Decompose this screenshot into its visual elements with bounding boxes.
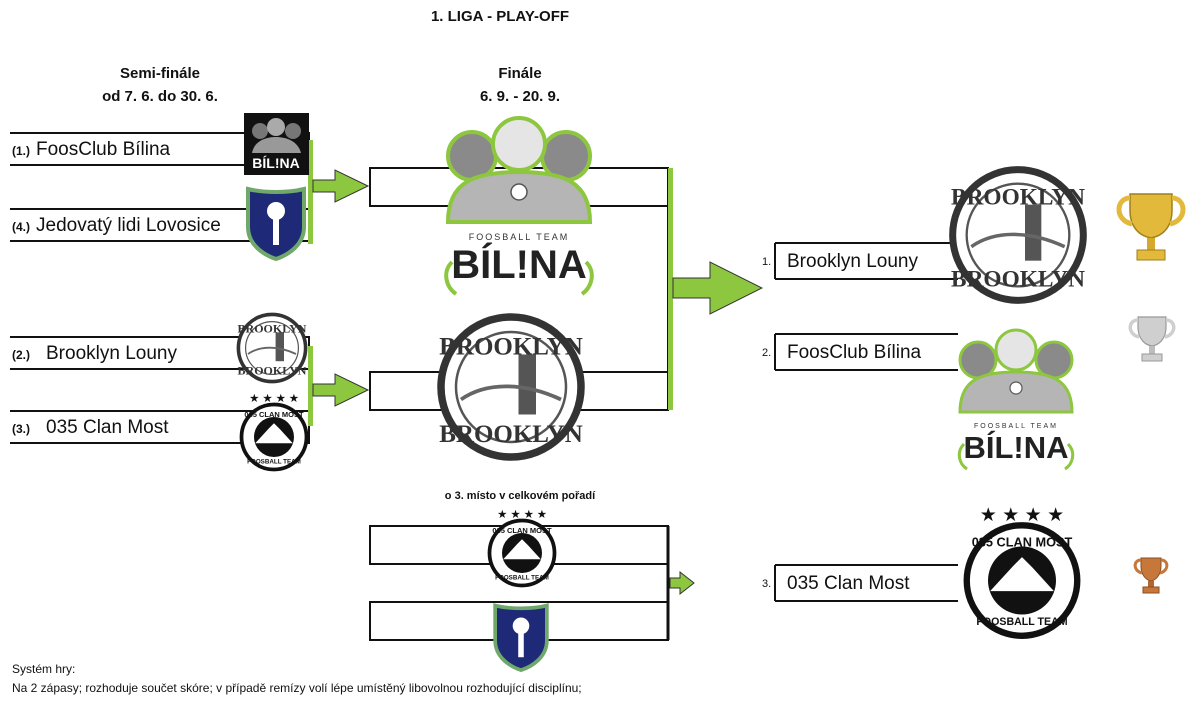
clan-logo-sub: FOOSBALL TEAM — [495, 574, 549, 581]
clan-logo-text: 035 CLAN MOST — [492, 526, 552, 535]
team-name: Brooklyn Louny — [46, 343, 177, 364]
semifinal-heading: Semi-finále — [119, 65, 201, 82]
final-heading: Finále — [498, 65, 542, 82]
bronze-trophy-icon — [1133, 557, 1169, 594]
result-slot-3 — [774, 564, 958, 602]
rules-label: Systém hry: — [12, 662, 76, 676]
lovosice-shield-logo — [246, 186, 306, 261]
connector-bar — [308, 140, 313, 244]
semifinal-team-4: (4.) Jedovatý lidi Lovosice — [12, 215, 221, 237]
svg-text:★ ★ ★ ★: ★ ★ ★ ★ — [497, 509, 547, 521]
brooklyn-stamp-logo: BROOKLYN BROOKLYN — [949, 166, 1087, 304]
team-name: FoosClub Bílina — [36, 139, 171, 160]
svg-text:★ ★ ★ ★: ★ ★ ★ ★ — [249, 393, 299, 405]
semifinal-header: Semi-finále od 7. 6. do 30. 6. — [60, 62, 260, 108]
rules-text: Na 2 zápasy; rozhoduje součet skóre; v p… — [12, 681, 582, 695]
clan-most-logo: ★ ★ ★ ★ 035 CLAN MOST FOOSBALL TEAM — [487, 509, 557, 588]
advance-arrow — [312, 169, 370, 203]
final-dates: 6. 9. - 20. 9. — [479, 88, 561, 105]
final-header: Finále 6. 9. - 20. 9. — [420, 62, 620, 108]
bilina-logo-text: BÍL!NA — [451, 242, 587, 287]
page-title: 1. LIGA - PLAY-OFF — [430, 8, 570, 25]
brooklyn-logo-text: BROOKLYN — [439, 421, 583, 448]
advance-arrow — [312, 373, 370, 407]
seed-label: (3.) — [12, 422, 30, 436]
brooklyn-stamp-logo: BROOKLYN BROOKLYN — [236, 312, 308, 384]
clan-most-logo: ★ ★ ★ ★ 035 CLAN MOST FOOSBALL TEAM — [239, 393, 309, 472]
semifinal-team-3: (3.) 035 Clan Most — [12, 417, 169, 439]
result-rank-3: 3. — [762, 578, 772, 590]
advance-arrow — [672, 261, 764, 315]
bilina-logo-sub: FOOSBALL TEAM — [974, 423, 1058, 430]
silver-trophy-icon — [1128, 316, 1176, 362]
result-slot-1 — [774, 242, 958, 280]
clan-most-logo: ★ ★ ★ ★ 035 CLAN MOST FOOSBALL TEAM — [963, 505, 1081, 639]
bilina-logo-text: BÍL!NA — [252, 155, 299, 171]
connector-bar — [668, 168, 673, 410]
result-team-3: 035 Clan Most — [787, 573, 910, 594]
bilina-logo-text: BÍL!NA — [963, 430, 1068, 465]
brooklyn-logo-text: BROOKLYN — [238, 321, 307, 335]
lovosice-shield-logo — [493, 603, 549, 672]
rules-block: Systém hry: Na 2 zápasy; rozhoduje souče… — [12, 660, 1012, 698]
bilina-logo-final: FOOSBALL TEAM BÍL!NA — [444, 116, 594, 296]
brooklyn-logo-text: BROOKLYN — [951, 185, 1085, 211]
result-slot-2 — [774, 333, 958, 371]
svg-text:★ ★ ★ ★: ★ ★ ★ ★ — [980, 505, 1064, 526]
semifinal-team-2: (2.) Brooklyn Louny — [12, 343, 177, 365]
third-place-heading: o 3. místo v celkovém pořadí — [444, 490, 596, 502]
gold-trophy-icon — [1116, 193, 1186, 261]
clan-logo-text: 035 CLAN MOST — [972, 535, 1073, 550]
clan-logo-sub: FOOSBALL TEAM — [247, 458, 301, 465]
team-name: Jedovatý lidi Lovosice — [36, 215, 221, 236]
team-name: 035 Clan Most — [46, 417, 169, 438]
result-team-1: Brooklyn Louny — [787, 251, 918, 272]
bilina-logo-sub: FOOSBALL TEAM — [469, 232, 570, 242]
bilina-logo-small: BÍL!NA — [244, 113, 309, 175]
brooklyn-logo-text: BROOKLYN — [439, 334, 583, 361]
clan-logo-sub: FOOSBALL TEAM — [976, 616, 1067, 628]
result-rank-1: 1. — [762, 256, 772, 268]
bilina-logo-result: FOOSBALL TEAM BÍL!NA — [957, 328, 1075, 471]
advance-arrow — [669, 570, 695, 596]
semifinal-team-1: (1.) FoosClub Bílina — [12, 139, 170, 161]
semifinal-dates: od 7. 6. do 30. 6. — [102, 88, 218, 105]
clan-logo-text: 035 CLAN MOST — [244, 410, 304, 419]
brooklyn-logo-text: BROOKLYN — [238, 363, 307, 377]
brooklyn-logo-text: BROOKLYN — [951, 266, 1085, 292]
seed-label: (1.) — [12, 144, 30, 158]
result-rank-2: 2. — [762, 347, 772, 359]
seed-label: (2.) — [12, 348, 30, 362]
seed-label: (4.) — [12, 220, 30, 234]
connector-bar — [308, 346, 313, 426]
result-team-2: FoosClub Bílina — [787, 342, 922, 363]
brooklyn-stamp-logo: BROOKLYN BROOKLYN — [437, 313, 585, 461]
